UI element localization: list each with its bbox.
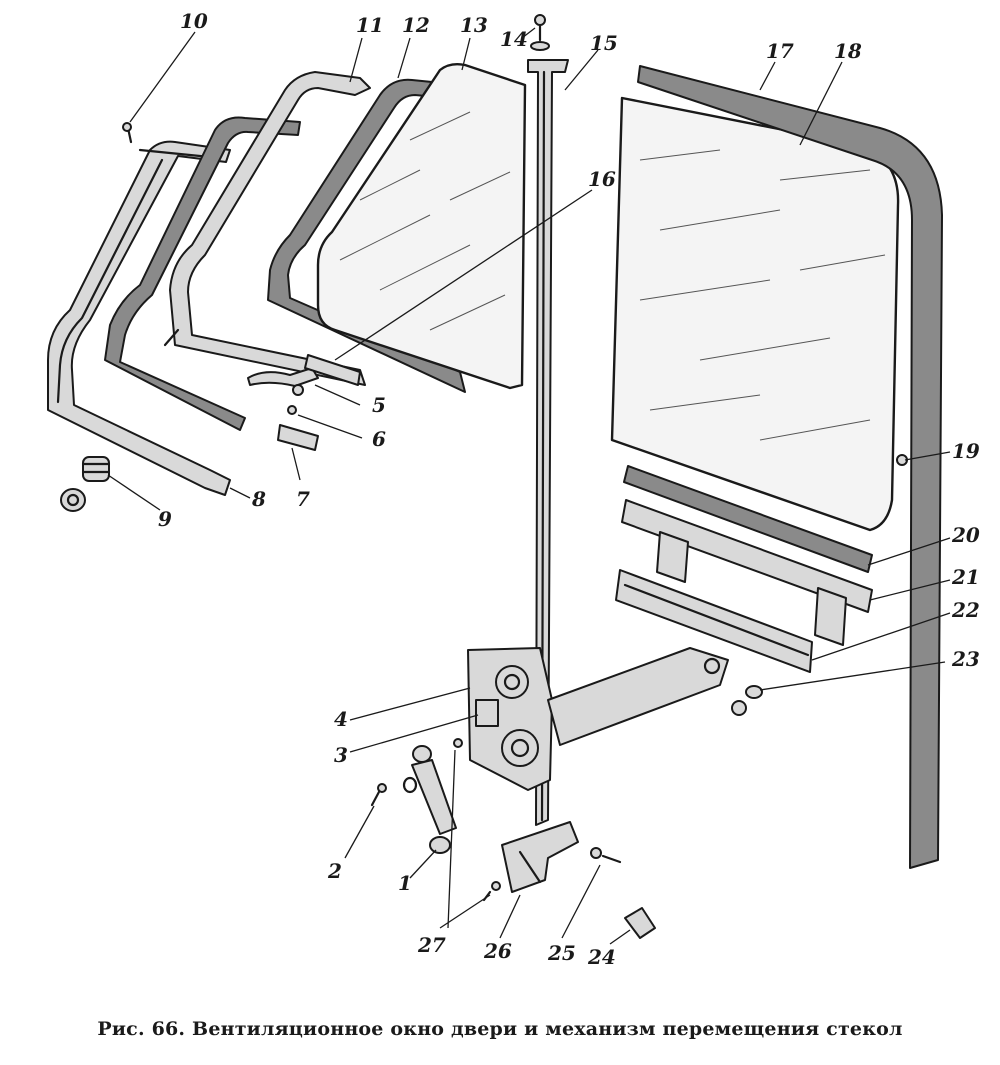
label-8: 8 [251,487,266,511]
label-21: 21 [951,565,980,589]
glass-channel-seal [623,465,873,573]
label-4: 4 [334,707,348,731]
label-13: 13 [460,13,488,37]
leader-lines [107,27,951,945]
label-5: 5 [372,393,386,417]
lifter-channel [615,569,813,673]
screw-10 [122,122,133,144]
lower-glass-channel [621,499,873,646]
part-labels: 10 11 12 13 14 15 16 17 18 19 20 21 22 2… [158,9,980,969]
label-7: 7 [296,487,310,511]
screw-2 [370,783,387,807]
label-10: 10 [180,9,208,33]
vent-frame-inner [163,71,371,386]
bolt-23 [731,685,763,716]
label-19: 19 [952,439,980,463]
spring-and-nut [60,456,111,512]
label-23: 23 [951,647,980,671]
label-26: 26 [483,939,512,963]
label-18: 18 [834,39,862,63]
label-15: 15 [590,31,618,55]
label-20: 20 [951,523,980,547]
door-glass [610,96,900,532]
vent-seal [104,116,301,431]
screw-25 [590,847,622,864]
label-9: 9 [158,507,172,531]
label-24: 24 [587,945,616,969]
label-17: 17 [766,39,794,63]
label-11: 11 [356,13,384,37]
vent-frame-outer [47,140,231,496]
label-6: 6 [372,427,386,451]
window-crank [411,745,457,854]
run-channel-seal [637,65,943,869]
clip-24 [624,907,656,939]
window-regulator [467,647,729,791]
vent-glass [316,62,527,390]
bracket-26 [501,821,579,893]
exploded-diagram: 10 11 12 13 14 15 16 17 18 19 20 21 22 2… [47,9,980,969]
label-1: 1 [398,871,412,895]
latch-handle [247,354,361,451]
label-16: 16 [588,167,616,191]
figure-caption: Рис. 66. Вентиляционное окно двери и мех… [97,1018,903,1040]
label-14: 14 [500,27,528,51]
label-25: 25 [547,941,576,965]
label-2: 2 [327,859,342,883]
washer-crank [402,776,418,794]
label-3: 3 [334,743,348,767]
label-12: 12 [402,13,430,37]
label-22: 22 [951,598,980,622]
label-27: 27 [417,933,446,957]
screw-14 [530,14,550,51]
